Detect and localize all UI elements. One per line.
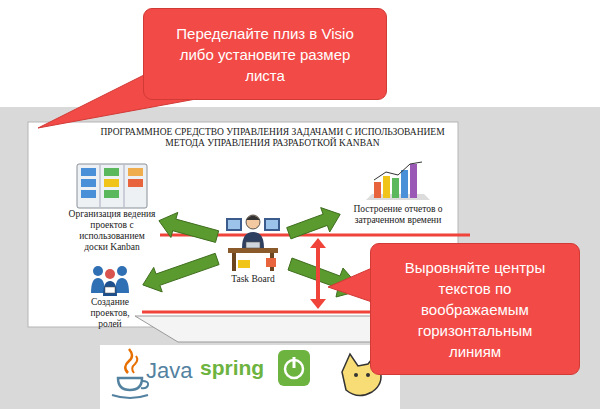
people-icon — [88, 263, 132, 297]
feature-item: Построение отчетов о затраченном времени — [343, 160, 453, 226]
person-icon — [222, 208, 284, 274]
callout-box: Переделайте плиз в Visio либо установите… — [143, 8, 387, 100]
callout-box: Выровняйте центры текстов по воображаемы… — [370, 243, 580, 375]
callout-tail — [328, 268, 372, 302]
java-wordmark: Java — [146, 358, 192, 384]
block-arrow — [159, 212, 219, 242]
item-label: Создание проектов, ролей — [80, 297, 140, 330]
kanban-icon — [76, 163, 148, 209]
chart-picture — [362, 160, 434, 204]
kanban-picture — [76, 163, 148, 209]
spring-wordmark: spring — [200, 356, 264, 380]
feature-item: Организация ведения проектов с использов… — [68, 163, 156, 253]
block-arrow — [287, 208, 341, 239]
callout-text: Выровняйте центры текстов по воображаемы… — [393, 257, 557, 362]
people-picture — [88, 263, 132, 297]
slide-title: ПРОГРАММНОЕ СРЕДСТВО УПРАВЛЕНИЯ ЗАДАЧАМИ… — [100, 127, 445, 150]
gray-ground — [0, 107, 600, 409]
logo-strip — [100, 345, 400, 409]
center-item: Task Board — [220, 208, 286, 285]
feature-item: Создание проектов, ролей — [80, 263, 140, 330]
person-picture — [222, 208, 284, 274]
item-label: Организация ведения проектов с использов… — [68, 209, 156, 253]
item-label: Task Board — [220, 274, 286, 285]
java-logo — [112, 349, 148, 398]
callout-text: Переделайте плиз в Visio либо установите… — [166, 23, 364, 86]
item-label: Построение отчетов о затраченном времени — [343, 204, 453, 226]
chart-icon — [362, 160, 434, 204]
spring-boot-logo — [278, 350, 310, 386]
block-arrow — [143, 253, 219, 292]
